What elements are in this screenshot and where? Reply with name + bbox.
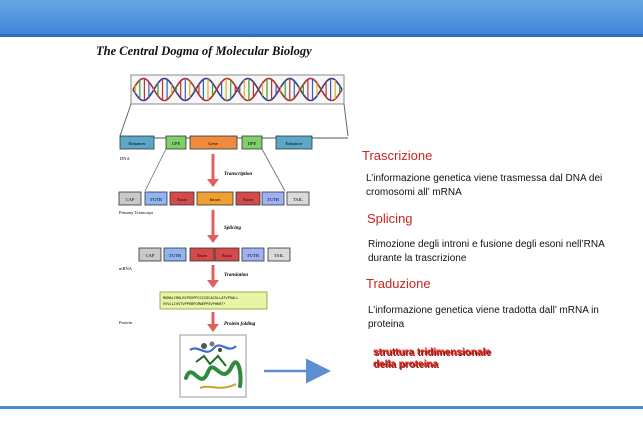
protein-sequence-box: MGMALCRGLRCPSVPPCCCCSCACSLLATVPSALL VVVL… <box>159 291 268 310</box>
arrow-down-icon <box>207 280 219 288</box>
text-trascrizione: L’informazione genetica viene trasmessa … <box>366 173 603 198</box>
mrna-row: CAP 5'UTR Exon Exon 3'UTR TAIL mRNA <box>119 247 291 271</box>
svg-text:VVVLLIVVTVPPSRPCRWEPPSVPHKRT*: VVVLLIVVTVPPSRPCRWEPPSVPHKRT* <box>163 302 226 307</box>
svg-text:5'UTR: 5'UTR <box>150 197 162 202</box>
dpe-label: DPE <box>248 141 257 146</box>
diagram-title: The Central Dogma of Molecular Biology <box>96 44 312 58</box>
header-bar <box>0 0 643 34</box>
primary-transcript-label: Primary Transcript <box>119 210 154 215</box>
protein-structure-icon <box>179 334 247 398</box>
svg-text:3'UTR: 3'UTR <box>267 197 279 202</box>
heading-traduzione: Traduzione <box>366 276 431 291</box>
svg-text:5'UTR: 5'UTR <box>169 253 181 258</box>
svg-text:CAP: CAP <box>126 197 135 202</box>
arrow-down-icon <box>207 179 219 187</box>
heading-trascrizione: Trascrizione <box>362 148 433 163</box>
step-transcription-label: Transcription <box>224 172 252 177</box>
step-splicing-label: Splicing <box>224 226 241 231</box>
svg-text:Exon: Exon <box>177 197 187 202</box>
text-traduzione: L’informazione genetica viene tradotta d… <box>368 305 599 330</box>
enhancer-right-label: Enhancer <box>286 141 303 146</box>
svg-text:Exon: Exon <box>222 253 232 258</box>
gene-label: Gene <box>208 141 218 146</box>
enhancer-left-label: Enhancer <box>129 141 146 146</box>
step-protein-folding-label: Protein folding <box>224 322 256 327</box>
svg-text:Exon: Exon <box>197 253 207 258</box>
text-splicing: Rimozione degli introni e fusione degli … <box>368 239 605 264</box>
protein-side-label: Protein <box>119 320 133 325</box>
gene-row: Enhancer UPE Gene DPE Enhancer DNA <box>119 135 313 161</box>
svg-text:Intron: Intron <box>210 197 222 202</box>
mrna-side-label: mRNA <box>119 266 133 271</box>
arrow-down-icon <box>207 324 219 332</box>
svg-text:CAP: CAP <box>146 253 155 258</box>
dna-helix-icon <box>130 74 345 105</box>
svg-text:3'UTR: 3'UTR <box>247 253 259 258</box>
dna-side-label: DNA <box>120 156 130 161</box>
header-divider <box>0 34 643 37</box>
svg-text:MGMALCRGLRCPSVPPCCCCSCACSLLATV: MGMALCRGLRCPSVPPCCCCSCACSLLATVPSALL <box>163 297 238 301</box>
svg-text:TAIL: TAIL <box>274 253 284 258</box>
primary-transcript-row: CAP 5'UTR Exon Intron Exon 3'UTR TAIL Pr… <box>118 191 310 215</box>
upe-label: UPE <box>172 141 181 146</box>
svg-text:Exon: Exon <box>243 197 253 202</box>
arrow-down-icon <box>207 235 219 243</box>
footer-divider <box>0 406 643 409</box>
protein-structure-label: struttura tridimensionale della proteina <box>373 347 491 370</box>
svg-text:TAIL: TAIL <box>293 197 303 202</box>
heading-splicing: Splicing <box>367 211 413 226</box>
step-translation-label: Translation <box>224 273 248 278</box>
